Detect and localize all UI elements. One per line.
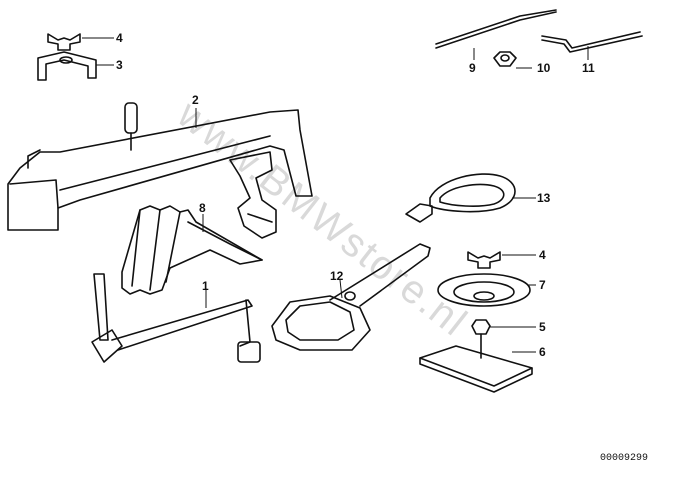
callout-4-top: 4	[116, 31, 123, 45]
bracket-clip-part	[37, 51, 97, 81]
rod-part	[435, 9, 557, 49]
wing-nut-part-right	[467, 251, 501, 269]
lug-wrench-part	[91, 273, 261, 363]
leader-lines	[82, 37, 589, 353]
reference-number: 00009299	[600, 453, 648, 464]
wheel-chock-part	[121, 205, 263, 295]
callout-5: 5	[539, 320, 546, 334]
wing-nut-part-top	[47, 33, 81, 51]
callout-12: 12	[330, 269, 344, 283]
hex-nut-part	[493, 51, 517, 67]
callout-13: 13	[537, 191, 551, 205]
callout-11: 11	[582, 61, 595, 75]
hex-wrench-part	[271, 243, 431, 351]
spacer-part	[471, 319, 491, 359]
callout-4-right: 4	[539, 248, 546, 262]
callout-8: 8	[199, 201, 206, 215]
callout-7: 7	[539, 278, 546, 292]
callout-6: 6	[539, 345, 546, 359]
jack-part	[7, 102, 313, 239]
callout-3: 3	[116, 58, 123, 72]
callout-9: 9	[469, 61, 476, 75]
callout-2: 2	[192, 93, 199, 107]
callout-10: 10	[537, 61, 551, 75]
towing-eye-part	[405, 173, 516, 223]
spare-wheel-disk-part	[437, 273, 531, 307]
watermark-text: www.BMWstore.nl	[169, 92, 476, 346]
callout-1: 1	[202, 279, 209, 293]
mounting-plate-part	[419, 345, 533, 393]
bent-bar-part	[541, 31, 643, 53]
